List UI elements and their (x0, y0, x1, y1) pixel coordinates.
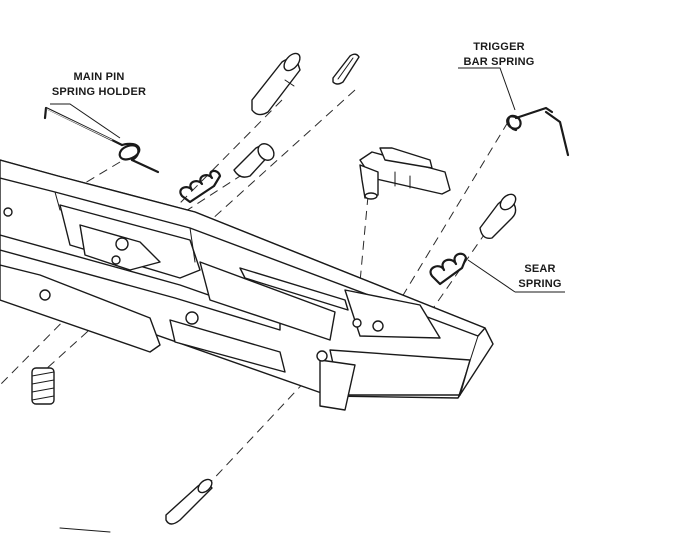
label-sear-line-2: SPRING (518, 278, 562, 290)
axis-line-sear (359, 195, 369, 283)
roll-pin-slot (337, 57, 354, 80)
label-sear-line-1: SEAR (524, 263, 556, 275)
bottom-pin (165, 478, 213, 525)
housing-lower-lug (319, 359, 356, 411)
housing-inner-rail (0, 234, 281, 331)
leader-sear-spring (467, 259, 565, 293)
housing-hole-5 (316, 350, 328, 362)
housing-hole-7 (39, 289, 51, 301)
housing-hole-4 (372, 320, 384, 332)
plunger-tip (257, 143, 275, 161)
axis-line-sear-pin (417, 231, 487, 331)
label-trigger-bar-spring: TRIGGER BAR SPRING (454, 40, 544, 70)
trigger-bar-spring-coil (506, 114, 522, 132)
label-trigger-bar-line-2: BAR SPRING (463, 56, 535, 68)
main-pin-spring-holder (43, 106, 160, 174)
housing-hole-3 (352, 318, 362, 328)
frame-bottom-edge (59, 527, 111, 533)
leader-trigger-bar-spring (458, 67, 516, 111)
sear-pin-head (499, 193, 517, 211)
trigger-bar-spring-leg (544, 110, 570, 157)
lower-coil-spring (31, 367, 55, 405)
left-pin-head (283, 52, 301, 72)
main-coil-spring (179, 169, 222, 204)
label-main-pin-line-2: SPRING HOLDER (51, 86, 147, 98)
sear-pin (479, 193, 517, 239)
housing-hole-2 (111, 255, 121, 265)
roll-pin-body (332, 53, 360, 85)
sear-spring-coils (429, 252, 468, 286)
callout-leaders (50, 67, 565, 293)
left-pin (251, 52, 301, 116)
housing-edge-1 (54, 191, 61, 211)
housing-mid-ledge (239, 267, 349, 311)
housing-edge-2 (189, 227, 196, 263)
housing-mid-window (199, 261, 336, 341)
trigger-bar-spring-arm (514, 106, 554, 120)
trigger-housing (0, 159, 494, 533)
main-spring-coils (179, 169, 222, 204)
holder-wire-leg (130, 158, 160, 174)
sear-spring (429, 252, 468, 286)
label-main-pin-spring-holder: MAIN PIN SPRING HOLDER (44, 70, 154, 100)
sear-top-notch (379, 147, 433, 169)
housing-edge-3 (457, 335, 479, 399)
left-pin-groove (284, 79, 295, 87)
label-trigger-bar-line-1: TRIGGER (473, 41, 525, 53)
housing-center-lower-wall (169, 319, 286, 373)
lower-spring-body (31, 367, 55, 405)
housing-hole-1 (115, 237, 129, 251)
holder-wire-highlight (46, 108, 113, 141)
bottom-pin-head (197, 478, 213, 494)
lower-spring-coils (31, 371, 55, 401)
housing-left-lower-wall (0, 264, 161, 353)
roll-pin (332, 53, 360, 85)
plunger (233, 143, 275, 178)
sear-leg-end (364, 192, 378, 200)
holder-wire-coil (118, 142, 141, 162)
leader-main-pin-spring-holder (50, 103, 121, 139)
label-main-pin-line-1: MAIN PIN (73, 71, 125, 83)
axis-line-trigger-bar (384, 121, 509, 326)
trigger-bar-spring (506, 106, 570, 157)
housing-hole-8 (3, 207, 13, 217)
sear (359, 147, 451, 200)
label-sear-spring: SEAR SPRING (510, 262, 570, 292)
housing-hole-6 (185, 311, 199, 325)
